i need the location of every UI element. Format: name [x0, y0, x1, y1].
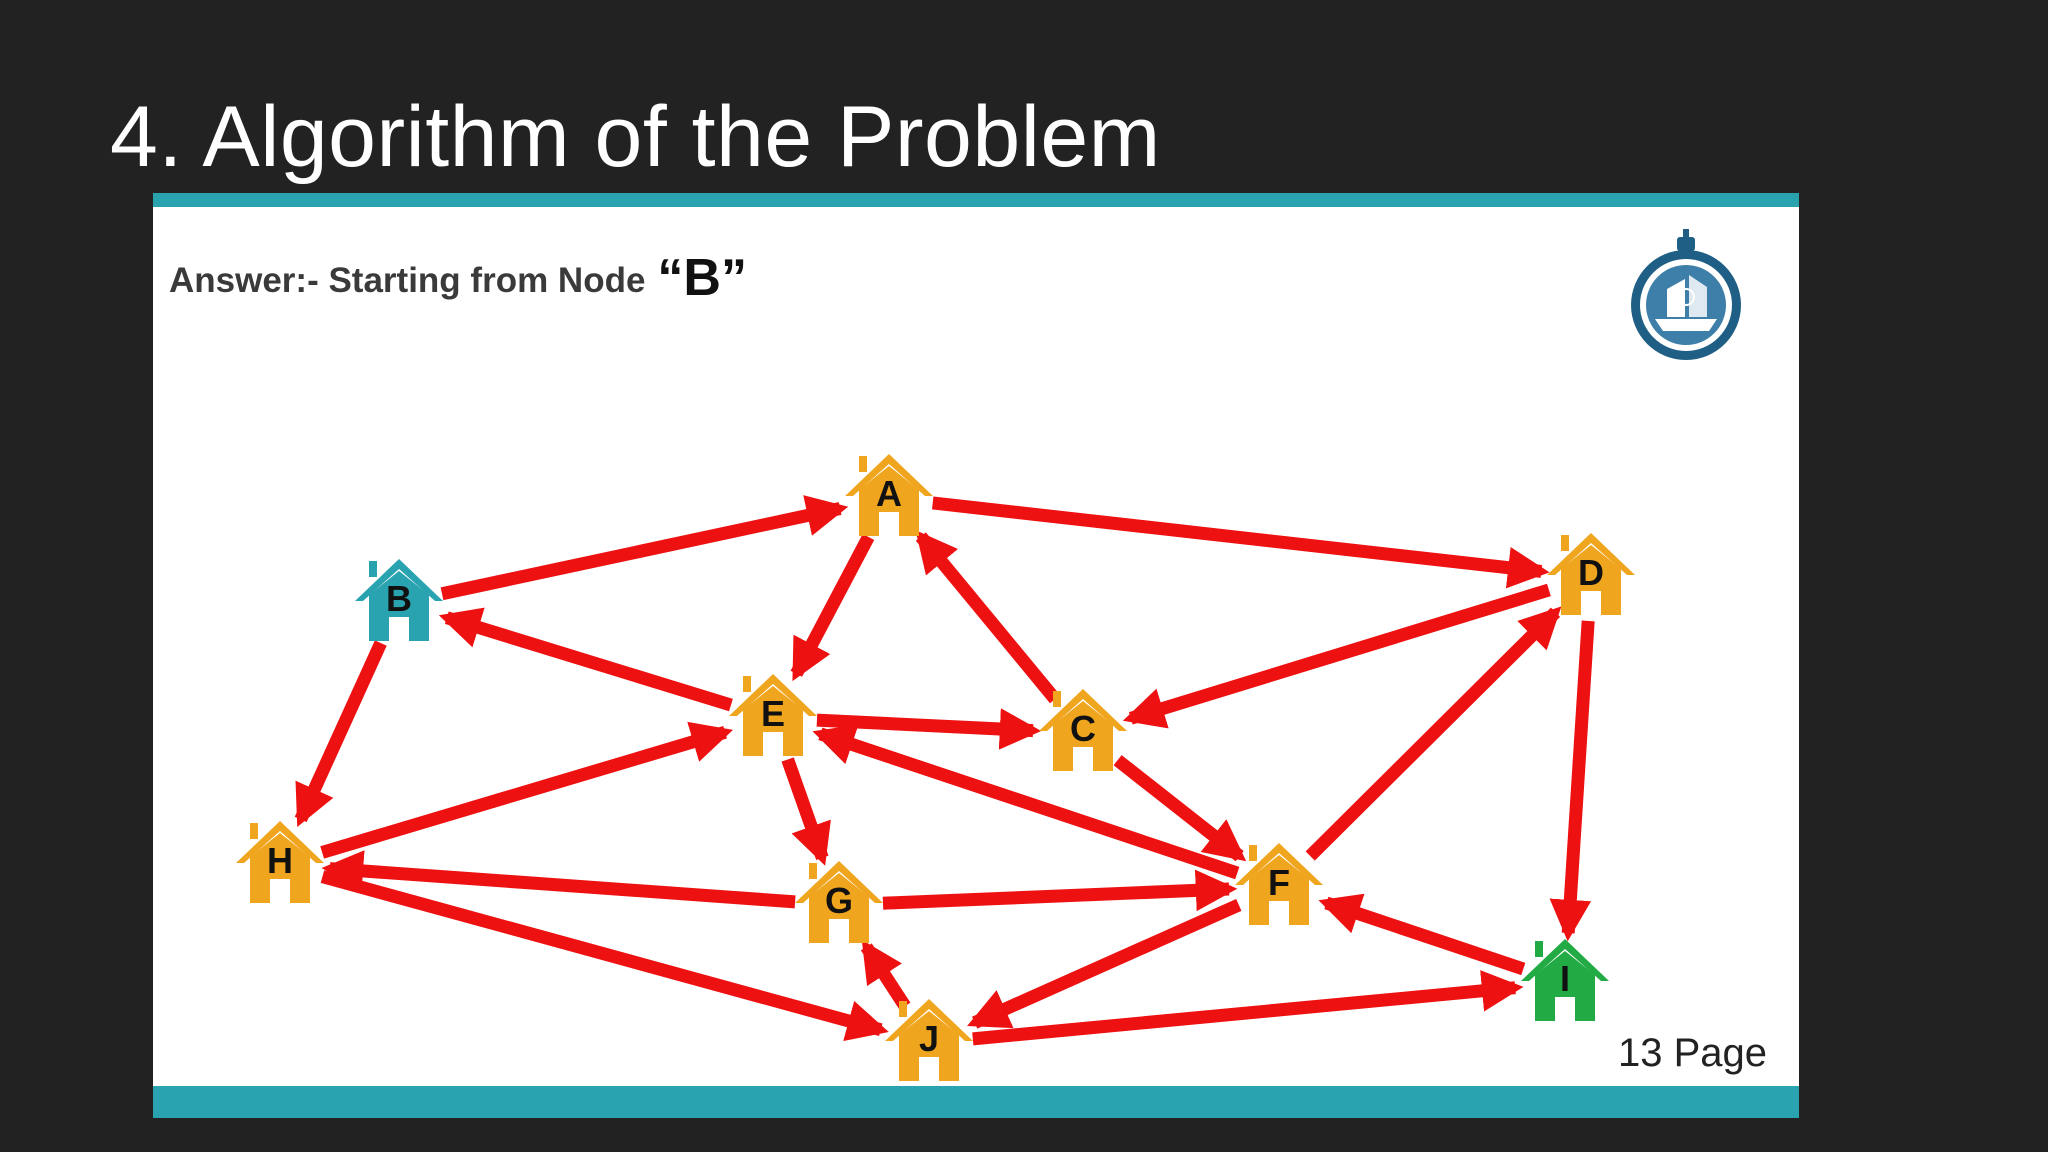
node-label-b: B — [386, 578, 412, 619]
edge-e-to-g — [781, 757, 831, 866]
node-c: C — [1039, 689, 1127, 771]
house-icon — [859, 466, 919, 536]
house-roof-icon — [885, 999, 973, 1041]
node-label-f: F — [1268, 862, 1290, 903]
house-icon — [743, 686, 803, 756]
node-g: G — [795, 861, 883, 943]
edge-j-to-i — [972, 970, 1524, 1046]
diagram-panel: Answer:- Starting from Node “B” A B C D E F G H I… — [153, 193, 1799, 1118]
page-number: 13 Page — [1617, 1031, 1767, 1075]
house-roof-icon — [1039, 689, 1127, 731]
house-icon — [899, 1011, 959, 1081]
house-roof-icon — [1521, 939, 1609, 981]
edge-a-to-d — [931, 496, 1550, 589]
answer-start-node: “B” — [657, 249, 747, 307]
graph-diagram: A B C D E F G H I J — [236, 454, 1635, 1081]
bottom-accent-bar — [153, 1086, 1799, 1118]
ship-emblem-logo-icon — [1631, 229, 1741, 360]
edge-j-to-g — [860, 939, 911, 1010]
house-icon — [250, 833, 310, 903]
node-b: B — [355, 559, 443, 641]
house-icon — [809, 873, 869, 943]
edge-b-to-a — [440, 495, 849, 601]
edge-f-to-j — [967, 898, 1242, 1029]
house-icon — [369, 571, 429, 641]
house-roof-icon — [236, 821, 324, 863]
edge-a-to-e — [790, 533, 875, 682]
edge-c-to-a — [915, 530, 1061, 704]
edge-g-to-h — [321, 850, 796, 909]
node-a: A — [845, 454, 933, 536]
node-i: I — [1521, 939, 1609, 1021]
edge-d-to-c — [1122, 583, 1551, 729]
edge-g-to-f — [882, 869, 1238, 912]
edge-b-to-h — [294, 640, 387, 828]
house-roof-icon — [729, 674, 817, 716]
house-roof-icon — [1547, 533, 1635, 575]
edge-c-to-f — [1113, 755, 1247, 862]
top-accent-bar — [153, 193, 1799, 207]
edge-d-to-i — [1549, 620, 1595, 942]
node-label-d: D — [1578, 552, 1604, 593]
house-icon — [1561, 545, 1621, 615]
answer-prefix: Answer:- Starting from Node — [169, 261, 646, 300]
node-label-c: C — [1070, 708, 1096, 749]
node-j: J — [885, 999, 973, 1081]
node-f: F — [1235, 843, 1323, 925]
house-roof-icon — [795, 861, 883, 903]
node-label-a: A — [876, 473, 902, 514]
edge-i-to-f — [1318, 893, 1526, 976]
edge-h-to-j — [320, 870, 889, 1042]
edge-e-to-b — [438, 607, 733, 712]
answer-caption: Answer:- Starting from Node “B” — [169, 245, 747, 307]
node-label-g: G — [825, 880, 853, 921]
edge-f-to-d — [1305, 606, 1562, 861]
house-roof-icon — [355, 559, 443, 601]
node-label-h: H — [267, 840, 293, 881]
house-roof-icon — [845, 454, 933, 496]
house-icon — [1535, 951, 1595, 1021]
edge-e-to-c — [816, 708, 1042, 750]
house-roof-icon — [1235, 843, 1323, 885]
node-label-j: J — [919, 1018, 939, 1059]
house-icon — [1249, 855, 1309, 925]
node-label-e: E — [761, 693, 785, 734]
node-d: D — [1547, 533, 1635, 615]
house-icon — [1053, 701, 1113, 771]
edge-h-to-e — [320, 721, 734, 859]
node-label-i: I — [1560, 958, 1570, 999]
slide-title: 4. Algorithm of the Problem — [110, 89, 1161, 185]
edge-f-to-e — [812, 724, 1240, 880]
node-h: H — [236, 821, 324, 903]
node-e: E — [729, 674, 817, 756]
